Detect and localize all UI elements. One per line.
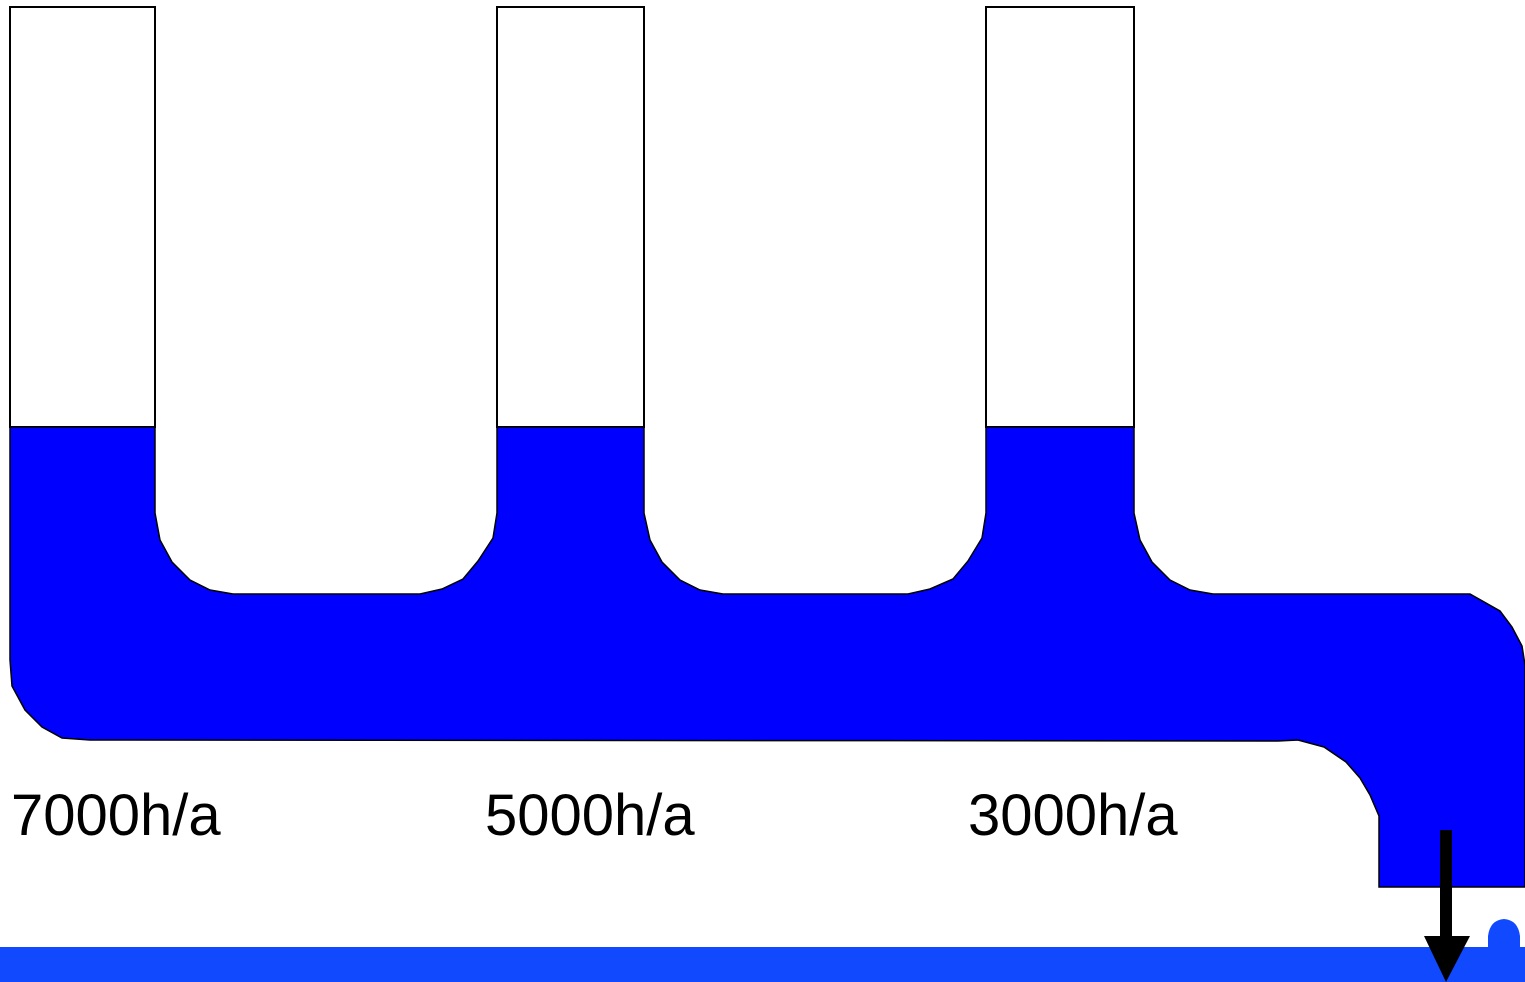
- column-3-empty: [985, 6, 1135, 428]
- column-2-label: 5000h/a: [485, 783, 695, 848]
- water-body: [9, 426, 1525, 888]
- water-drop-icon: [1488, 919, 1520, 948]
- column-3-label: 3000h/a: [968, 783, 1178, 848]
- column-2-empty: [496, 6, 645, 428]
- ground-water-band: [0, 947, 1525, 982]
- column-1-empty: [9, 6, 156, 428]
- down-arrow-icon: [1424, 830, 1470, 982]
- column-1-label: 7000h/a: [11, 783, 221, 848]
